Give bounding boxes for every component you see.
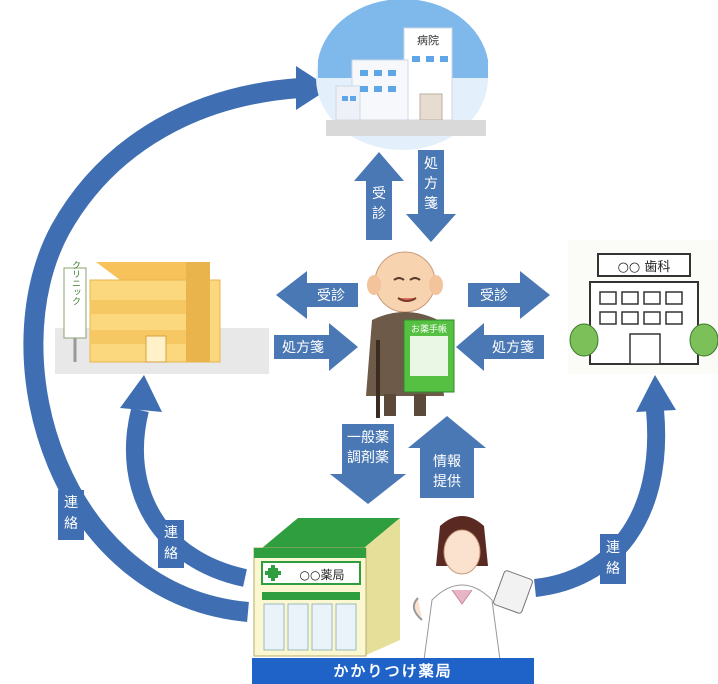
- dental-prescription-arrow: 処方箋: [456, 323, 544, 371]
- clinic-visit-arrow: 受診: [276, 271, 358, 319]
- hospital-visit-label-1: 受: [372, 186, 386, 202]
- clinic-rx-label: 処方箋: [282, 340, 324, 356]
- pharmacy-banner: かかりつけ薬局: [252, 658, 534, 684]
- contact-label-2b: 絡: [164, 546, 178, 562]
- info-arrow: 情報 提供: [408, 416, 486, 498]
- contact-label-1a: 連: [64, 495, 78, 511]
- contact-label-2a: 連: [164, 525, 178, 541]
- hospital-rx-label-1: 処: [424, 156, 438, 172]
- medicine-notebook: お薬手帳: [403, 319, 455, 393]
- clinic-sign: クリニック: [70, 260, 81, 305]
- contact-label-3a: 連: [606, 540, 620, 556]
- notebook-title: お薬手帳: [411, 323, 447, 335]
- clinic-illustration: クリニック: [55, 260, 269, 374]
- contact-arrow-dental: 連 絡: [533, 375, 676, 597]
- dental-visit-arrow: 受診: [468, 271, 550, 319]
- dental-rx-label: 処方箋: [492, 340, 534, 356]
- info-label-1: 情報: [433, 454, 461, 470]
- pharmacist: [412, 516, 533, 661]
- contact-label-1b: 絡: [64, 516, 78, 532]
- hospital-prescription-arrow: 処 方 箋: [406, 150, 456, 242]
- medicine-label-1: 一般薬: [347, 430, 389, 446]
- pharmacy-sign: ○○薬局: [300, 568, 345, 582]
- info-label-2: 提供: [433, 474, 461, 490]
- contact-label-3b: 絡: [606, 561, 620, 577]
- medicine-arrow: 一般薬 調剤薬: [330, 424, 406, 504]
- dental-visit-label: 受診: [480, 288, 508, 304]
- pharmacy-illustration: ○○薬局: [253, 518, 400, 657]
- contact-arrow-hospital: 連 絡: [23, 66, 330, 622]
- hospital-illustration: 病院: [316, 0, 488, 150]
- dental-sign: ○○ 歯科: [618, 260, 671, 275]
- clinic-visit-label: 受診: [317, 288, 345, 304]
- hospital-visit-label-2: 診: [372, 206, 386, 222]
- contact-arrow-clinic: 連 絡: [120, 375, 247, 587]
- hospital-rx-label-2: 方: [424, 176, 438, 192]
- hospital-visit-arrow: 受 診: [354, 152, 404, 240]
- hospital-sign: 病院: [417, 33, 439, 47]
- medicine-label-2: 調剤薬: [347, 450, 389, 466]
- clinic-prescription-arrow: 処方箋: [274, 323, 358, 371]
- dental-illustration: ○○ 歯科: [568, 240, 718, 374]
- hospital-rx-label-3: 箋: [424, 196, 438, 212]
